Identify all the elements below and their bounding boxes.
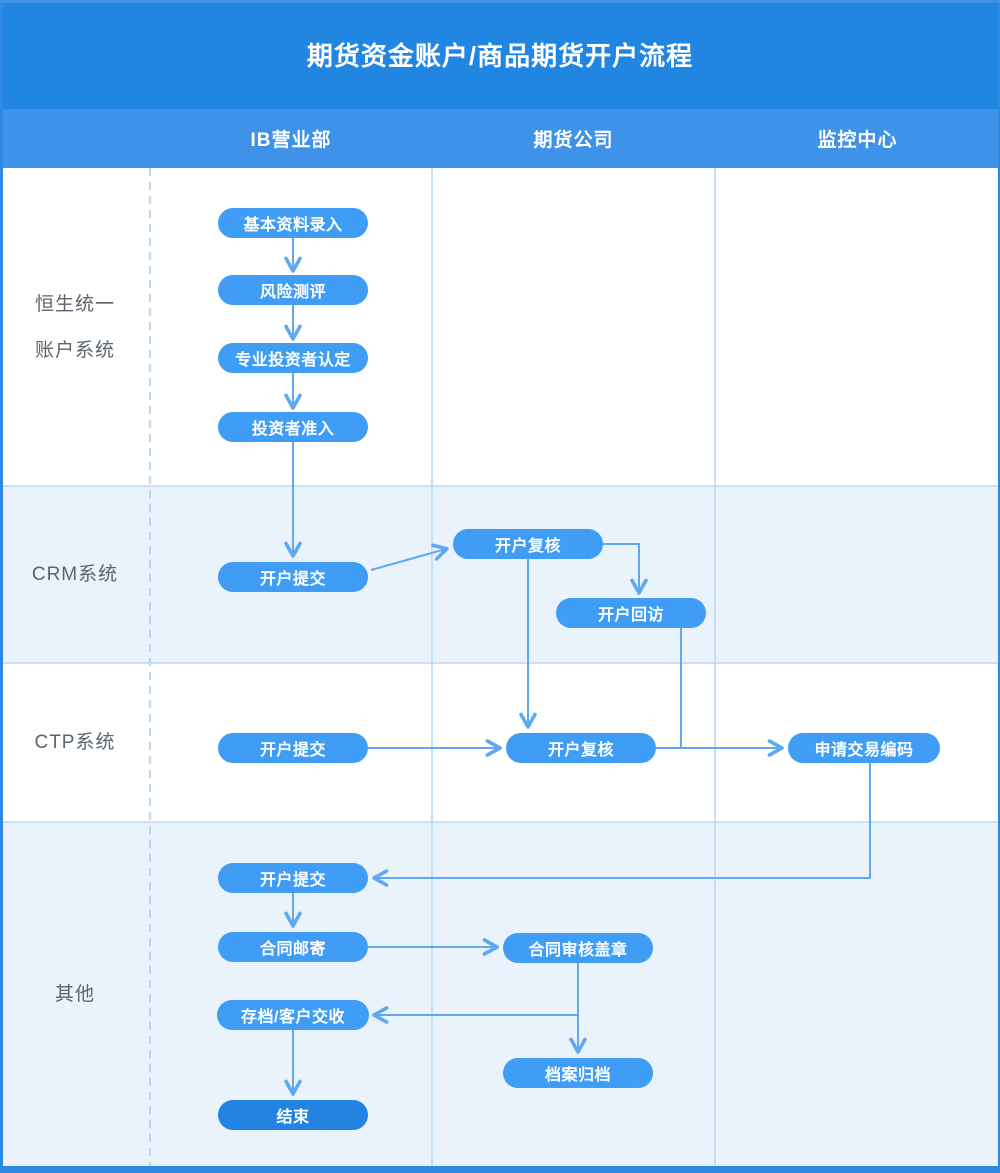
frame-border-left [0, 0, 3, 1173]
title-bar: 期货资金账户/商品期货开户流程 [0, 0, 1000, 109]
node-crm-account-review: 开户复核 [453, 529, 603, 559]
column-header-monitor-center: 监控中心 [817, 130, 898, 151]
lane-label-crm-system: CRM系统 [31, 564, 119, 585]
node-crm-account-callback: 开户回访 [556, 598, 706, 628]
column-header-futures-company: 期货公司 [533, 130, 614, 151]
lane-other: 其他 [0, 822, 1000, 1166]
frame-border-right [998, 0, 1000, 1173]
node-ctp-account-submit: 开户提交 [218, 733, 368, 763]
column-header-ib-branch: IB营业部 [250, 130, 332, 151]
node-basic-info-entry: 基本资料录入 [218, 208, 368, 238]
lane-label-other: 其他 [54, 983, 95, 1005]
node-other-account-submit: 开户提交 [218, 863, 368, 893]
node-ctp-account-review: 开户复核 [506, 733, 656, 763]
frame-border-bottom [0, 1166, 1000, 1173]
node-professional-investor-check: 专业投资者认定 [218, 343, 368, 373]
column-header-band: IB营业部 期货公司 监控中心 [0, 109, 1000, 168]
node-apply-trading-code: 申请交易编码 [788, 733, 940, 763]
node-crm-account-submit: 开户提交 [218, 562, 368, 592]
lane-label-ctp-system: CTP系统 [34, 732, 116, 753]
node-contract-mailing: 合同邮寄 [218, 932, 368, 962]
lane-hs-unified-account-system: 恒生统一 账户系统 [0, 168, 1000, 486]
node-file-archiving: 档案归档 [503, 1058, 653, 1088]
page-title: 期货资金账户/商品期货开户流程 [306, 41, 694, 71]
node-risk-assessment: 风险测评 [218, 275, 368, 305]
node-end: 结束 [218, 1100, 368, 1130]
lane-label-hs-unified-account-system: 恒生统一 账户系统 [34, 293, 115, 361]
frame-border-top [0, 0, 1000, 3]
node-investor-access: 投资者准入 [218, 412, 368, 442]
lane-crm-system: CRM系统 [0, 486, 1000, 663]
node-contract-review-stamp: 合同审核盖章 [503, 933, 653, 963]
node-archive-customer-delivery: 存档/客户交收 [217, 1000, 369, 1030]
